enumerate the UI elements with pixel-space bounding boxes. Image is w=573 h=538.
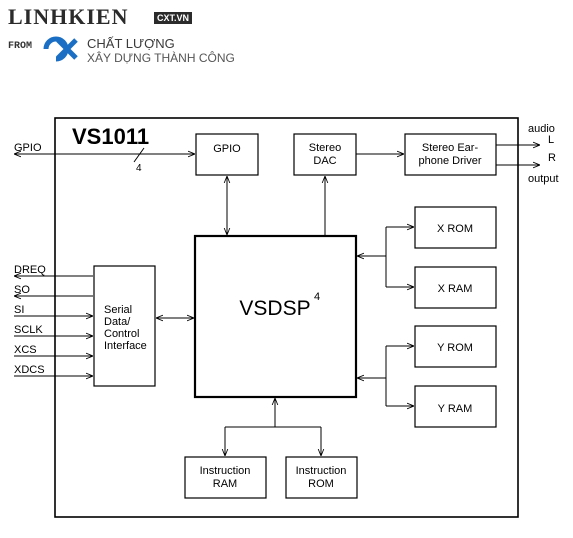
gpio-bus-width: 4 [136, 163, 142, 174]
stereo-dac-label-2: DAC [313, 155, 336, 167]
earphone-driver-block [404, 133, 497, 176]
serial-interface-label-4: Interface [104, 340, 147, 352]
vsdsp-core-superscript: 4 [314, 291, 320, 303]
y-rom-label: Y ROM [437, 342, 473, 354]
y-rom-block [414, 325, 497, 368]
gpio-block-label: GPIO [213, 143, 241, 155]
pin-xcs: XCS [14, 344, 37, 356]
stereo-dac-label-1: Stereo [309, 142, 341, 154]
earphone-driver-label-2: phone Driver [419, 155, 482, 167]
pin-dreq: DREQ [14, 264, 46, 276]
instruction-ram-label-2: RAM [213, 478, 237, 490]
audio-label-left: L [548, 134, 554, 146]
serial-interface-label-1: Serial [104, 304, 132, 316]
serial-interface-label-3: Control [104, 328, 139, 340]
gpio-block [195, 133, 259, 176]
serial-interface-block [93, 265, 156, 387]
instruction-rom-block [285, 456, 358, 499]
x-ram-block [414, 266, 497, 309]
watermark-from: FROM [8, 41, 33, 52]
instruction-ram-label-1: Instruction [200, 465, 251, 477]
x-ram-label: X RAM [438, 283, 473, 295]
serial-interface-label-2: Data/ [104, 316, 131, 328]
chip-outline [54, 117, 519, 518]
pin-si: SI [14, 304, 24, 316]
watermark-logo-icon [43, 36, 78, 62]
pin-gpio: GPIO [14, 142, 42, 154]
pin-so: SO [14, 284, 30, 296]
audio-label-bottom: output [528, 173, 559, 185]
vsdsp-core-label: VSDSP [239, 297, 310, 320]
y-ram-block [414, 385, 497, 428]
y-ram-label: Y RAM [438, 403, 473, 415]
watermark-line-2: XÂY DỰNG THÀNH CÔNG [87, 51, 235, 65]
watermark-brand: LINHKIEN [8, 4, 129, 29]
audio-label-top: audio [528, 123, 555, 135]
pin-sclk: SCLK [14, 324, 43, 336]
chip-title: VS1011 [72, 124, 149, 149]
instruction-rom-label-2: ROM [308, 478, 334, 490]
watermark-badge: CXT.VN [154, 12, 193, 24]
pin-xdcs: XDCS [14, 364, 45, 376]
watermark-line-1: CHẤT LƯỢNG [87, 36, 175, 51]
vsdsp-core-block [193, 234, 358, 399]
instruction-rom-label-1: Instruction [296, 465, 347, 477]
audio-label-right: R [548, 152, 556, 164]
instruction-ram-block [184, 456, 267, 499]
x-rom-label: X ROM [437, 223, 473, 235]
x-rom-block [414, 206, 497, 249]
gpio-bus-slash [133, 147, 145, 163]
earphone-driver-label-1: Stereo Ear- [422, 142, 479, 154]
